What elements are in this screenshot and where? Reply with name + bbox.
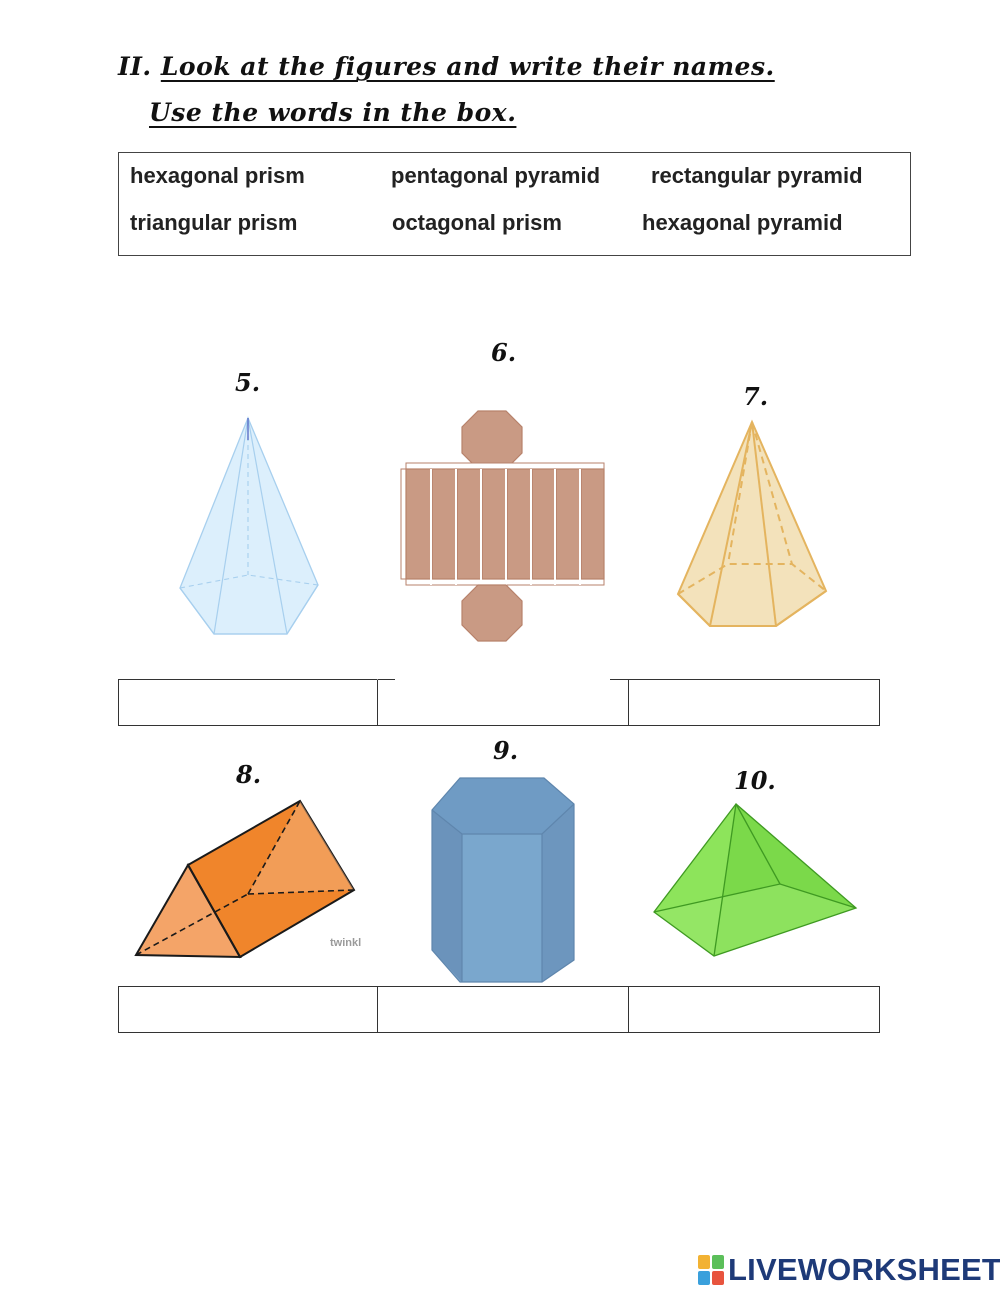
answer-box-6[interactable] [377,679,629,726]
word-option: triangular prism [130,210,298,235]
liveworksheets-brand: LIVEWORKSHEETS [698,1252,1000,1288]
answer-box-8[interactable] [118,986,378,1033]
word-box: hexagonal prism pentagonal pyramid recta… [118,152,911,256]
answer-box-10[interactable] [628,986,880,1033]
section-number: II. [118,52,152,81]
instruction-text-2: Use the words in the box. [149,98,517,127]
answer-box-5[interactable] [118,679,378,726]
answer-box-9[interactable] [377,986,629,1033]
word-option: hexagonal prism [130,163,305,188]
figure-number-10: 10. [734,766,776,795]
word-option: pentagonal pyramid [391,163,601,188]
instruction-text-1: Look at the figures and write their name… [160,52,775,81]
answer-box-7[interactable] [628,679,880,726]
figure-number-9: 9. [493,736,519,765]
instruction-line-1: II. Look at the figures and write their … [118,52,775,81]
word-option: hexagonal pyramid [642,210,843,235]
logo-tile [698,1271,710,1285]
figure-number-6: 6. [491,338,517,367]
octagonal-prism-net-figure [400,410,605,642]
hexagonal-prism-figure [431,777,575,983]
word-option: octagonal prism [392,210,562,235]
pentagonal-pyramid-figure [179,416,319,635]
logo-tile [698,1255,710,1269]
logo-tile [712,1271,724,1285]
logo-tile [712,1255,724,1269]
brand-name: LIVEWORKSHEETS [728,1252,1000,1287]
hexagonal-pyramid-figure [676,419,828,627]
word-option: rectangular pyramid [651,163,863,188]
box-edge [378,679,395,680]
twinkl-watermark: twinkl [330,937,361,949]
rectangular-pyramid-figure [653,803,858,957]
answer-row-1 [118,679,880,726]
figure-number-8: 8. [236,760,262,789]
figure-number-5: 5. [235,368,261,397]
box-edge [610,679,628,680]
answer-row-2 [118,986,880,1033]
figure-number-7: 7. [743,382,769,411]
instruction-line-2: Use the words in the box. [149,98,516,127]
triangular-prism-figure: twinkl [134,799,361,959]
liveworksheets-logo-icon [698,1255,724,1285]
